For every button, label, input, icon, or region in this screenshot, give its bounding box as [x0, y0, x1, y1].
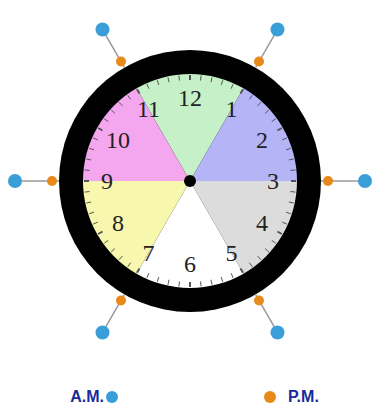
am-dot [96, 22, 110, 36]
legend-swatch [264, 391, 276, 403]
hour-number: 9 [101, 169, 113, 193]
minute-tick [86, 202, 91, 203]
minute-tick [89, 148, 94, 150]
pm-dot [47, 176, 57, 186]
minute-tick [104, 240, 108, 243]
clock-hub [184, 175, 196, 187]
clock-sectors [83, 74, 297, 288]
minute-tick [221, 80, 223, 85]
pm-dot [116, 56, 126, 66]
hour-number: 8 [112, 211, 124, 235]
minute-tick [128, 263, 131, 267]
minute-tick [272, 240, 276, 243]
minute-tick [200, 76, 202, 81]
minute-tick [289, 202, 294, 203]
hour-number: 5 [226, 241, 238, 265]
minute-tick [231, 84, 233, 89]
minute-tick [119, 102, 122, 106]
minute-tick [286, 148, 291, 150]
minute-tick [249, 263, 252, 267]
minute-tick [211, 280, 212, 285]
hour-number: 4 [256, 211, 268, 235]
minute-tick [111, 249, 115, 252]
am-pm-spokes [8, 22, 372, 339]
minute-tick [147, 84, 149, 89]
minute-tick [93, 222, 98, 224]
hour-number: 1 [226, 97, 238, 121]
minute-tick [241, 268, 244, 272]
minute-tick [111, 110, 115, 113]
minute-tick [241, 89, 244, 93]
minute-tick [137, 89, 140, 93]
minute-tick [157, 277, 159, 282]
hour-number: 6 [184, 252, 196, 276]
minute-tick [157, 80, 159, 85]
clock-sector [83, 181, 190, 274]
hour-number: 10 [106, 128, 130, 152]
minute-tick [200, 281, 202, 286]
minute-tick [85, 169, 90, 171]
minute-tick [249, 95, 252, 99]
minute-tick [98, 128, 102, 131]
minute-tick [221, 277, 223, 282]
minute-tick [211, 77, 212, 82]
hour-number: 12 [178, 86, 202, 110]
minute-tick [189, 75, 191, 80]
hour-number: 2 [256, 128, 268, 152]
minute-tick [89, 212, 94, 214]
clock-sector [190, 88, 297, 181]
minute-tick [258, 256, 261, 260]
minute-tick [86, 159, 91, 160]
minute-tick [178, 76, 180, 81]
minute-tick [290, 169, 295, 171]
minute-tick [147, 273, 149, 278]
am-dot [8, 174, 22, 188]
minute-tick [282, 138, 287, 140]
am-dot [358, 174, 372, 188]
legend-swatch [106, 391, 118, 403]
minute-tick [231, 273, 233, 278]
pm-dot [254, 296, 264, 306]
minute-tick [282, 222, 287, 224]
am-dot [271, 22, 285, 36]
hour-number: 3 [267, 169, 279, 193]
minute-tick [277, 128, 281, 131]
minute-tick [93, 138, 98, 140]
minute-tick [291, 180, 296, 182]
legend-label: P.M. [288, 389, 319, 405]
minute-tick [286, 212, 291, 214]
minute-tick [137, 268, 140, 272]
am-dot [96, 326, 110, 340]
minute-tick [128, 95, 131, 99]
minute-tick [84, 180, 89, 182]
minute-tick [189, 282, 191, 287]
minute-tick [168, 280, 169, 285]
minute-tick [85, 191, 90, 193]
minute-tick [104, 119, 108, 122]
minute-tick [119, 256, 122, 260]
minute-tick [277, 232, 281, 235]
hour-number: 11 [137, 97, 160, 121]
minute-tick [168, 77, 169, 82]
minute-tick [265, 110, 269, 113]
hour-number: 7 [143, 241, 155, 265]
minute-tick [258, 102, 261, 106]
minute-tick [98, 232, 102, 235]
clock-sector [83, 88, 190, 181]
pm-dot [116, 296, 126, 306]
minute-tick [290, 191, 295, 193]
minute-tick [289, 159, 294, 160]
minute-ticks [84, 75, 296, 287]
pm-dot [323, 176, 333, 186]
minute-tick [272, 119, 276, 122]
am-dot [271, 326, 285, 340]
clock-rim [59, 50, 321, 312]
pm-dot [254, 56, 264, 66]
minute-tick [178, 281, 180, 286]
minute-tick [265, 249, 269, 252]
legend-label: A.M. [70, 389, 104, 405]
